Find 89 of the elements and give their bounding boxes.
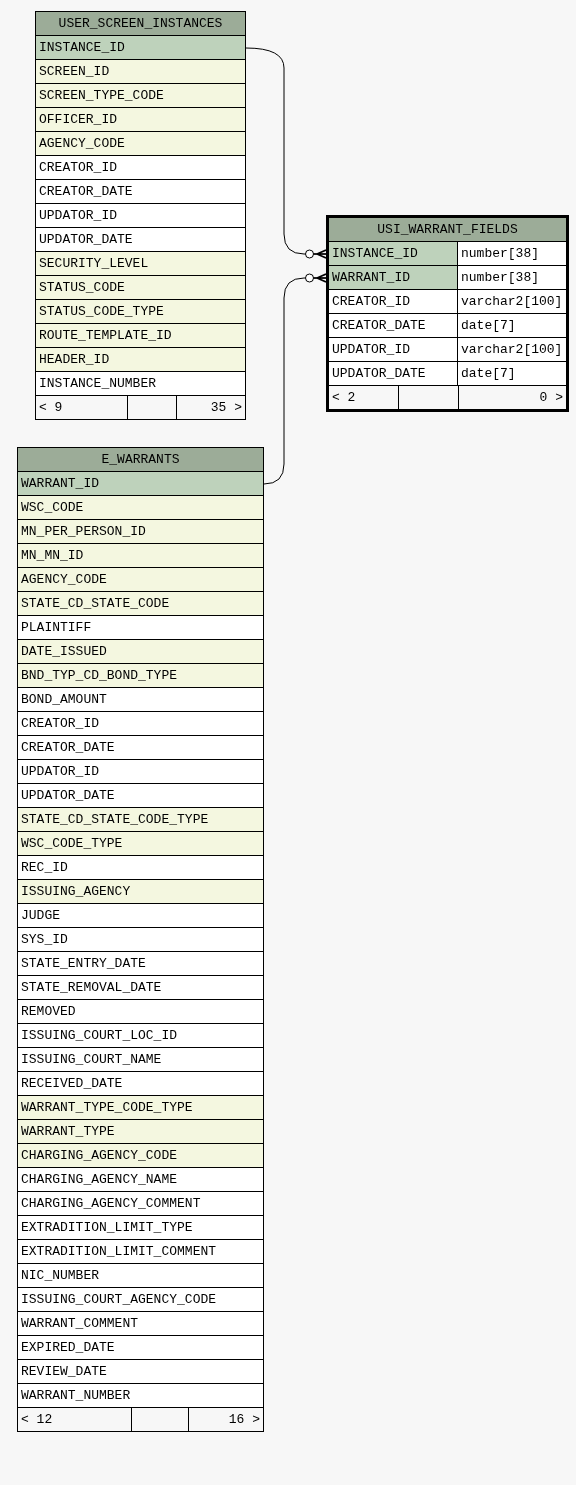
column-name: SYS_ID bbox=[18, 928, 263, 951]
column-name: UPDATOR_ID bbox=[329, 338, 458, 361]
table-footer bbox=[329, 386, 566, 409]
column-name: ROUTE_TEMPLATE_ID bbox=[36, 324, 245, 347]
column-name: WARRANT_TYPE bbox=[18, 1120, 263, 1143]
column-name: CREATOR_ID bbox=[329, 290, 458, 313]
column-name: ISSUING_AGENCY bbox=[18, 880, 263, 903]
column-name: JUDGE bbox=[18, 904, 263, 927]
table-row bbox=[329, 338, 566, 362]
column-name: WARRANT_ID bbox=[329, 266, 458, 289]
count-label: 0 > bbox=[458, 386, 566, 409]
column-name: CHARGING_AGENCY_COMMENT bbox=[18, 1192, 263, 1215]
column-name: STATUS_CODE bbox=[36, 276, 245, 299]
table-row bbox=[329, 266, 566, 290]
column-name: UPDATOR_ID bbox=[18, 760, 263, 783]
column-name: SECURITY_LEVEL bbox=[36, 252, 245, 275]
table-row bbox=[329, 362, 566, 386]
column-name: BND_TYP_CD_BOND_TYPE bbox=[18, 664, 263, 687]
column-name: CREATOR_DATE bbox=[36, 180, 245, 203]
column-name: CREATOR_DATE bbox=[329, 314, 458, 337]
data-type: varchar2[100] bbox=[458, 290, 566, 313]
table-name: E_WARRANTS bbox=[100, 451, 181, 469]
column-name: MN_PER_PERSON_ID bbox=[18, 520, 263, 543]
column-name: STATE_ENTRY_DATE bbox=[18, 952, 263, 975]
column-name: WARRANT_COMMENT bbox=[18, 1312, 263, 1335]
table-footer bbox=[18, 1408, 263, 1431]
column-name: WSC_CODE_TYPE bbox=[18, 832, 263, 855]
data-type: varchar2[100] bbox=[458, 338, 566, 361]
column-name: WSC_CODE bbox=[18, 496, 263, 519]
relationship-line bbox=[245, 47, 327, 259]
column-name: CHARGING_AGENCY_NAME bbox=[18, 1168, 263, 1191]
column-name: PLAINTIFF bbox=[18, 616, 263, 639]
column-name: WARRANT_ID bbox=[18, 472, 263, 495]
column-name: EXTRADITION_LIMIT_COMMENT bbox=[18, 1240, 263, 1263]
column-name: STATUS_CODE_TYPE bbox=[36, 300, 245, 323]
column-name: STATE_CD_STATE_CODE bbox=[18, 592, 263, 615]
count-label: 35 > bbox=[176, 396, 245, 419]
column-name: ISSUING_COURT_NAME bbox=[18, 1048, 263, 1071]
column-name: HEADER_ID bbox=[36, 348, 245, 371]
column-name: UPDATOR_DATE bbox=[18, 784, 263, 807]
column-name: STATE_REMOVAL_DATE bbox=[18, 976, 263, 999]
column-name: OFFICER_ID bbox=[36, 108, 245, 131]
column-name: UPDATOR_DATE bbox=[329, 362, 458, 385]
column-name: ISSUING_COURT_LOC_ID bbox=[18, 1024, 263, 1047]
column-name: SCREEN_TYPE_CODE bbox=[36, 84, 245, 107]
column-name: NIC_NUMBER bbox=[18, 1264, 263, 1287]
count-label: < 9 bbox=[36, 396, 128, 419]
column-name: REC_ID bbox=[18, 856, 263, 879]
column-name: INSTANCE_NUMBER bbox=[36, 372, 245, 395]
column-name: REVIEW_DATE bbox=[18, 1360, 263, 1383]
column-name: STATE_CD_STATE_CODE_TYPE bbox=[18, 808, 263, 831]
table-name: USER_SCREEN_INSTANCES bbox=[57, 15, 224, 33]
count-label: < 12 bbox=[18, 1408, 132, 1431]
count-label: < 2 bbox=[329, 386, 399, 409]
column-name: WARRANT_TYPE_CODE_TYPE bbox=[18, 1096, 263, 1119]
column-name: INSTANCE_ID bbox=[36, 36, 245, 59]
column-name: RECEIVED_DATE bbox=[18, 1072, 263, 1095]
column-name: UPDATOR_ID bbox=[36, 204, 245, 227]
table-name: USI_WARRANT_FIELDS bbox=[376, 221, 519, 239]
table-row bbox=[329, 290, 566, 314]
column-name: ISSUING_COURT_AGENCY_CODE bbox=[18, 1288, 263, 1311]
table-row bbox=[329, 242, 566, 266]
data-type: number[38] bbox=[458, 242, 566, 265]
column-name: MN_MN_ID bbox=[18, 544, 263, 567]
column-name: CREATOR_ID bbox=[36, 156, 245, 179]
count-label: 16 > bbox=[188, 1408, 263, 1431]
column-name: CHARGING_AGENCY_CODE bbox=[18, 1144, 263, 1167]
data-type: date[7] bbox=[458, 362, 566, 385]
column-name: CREATOR_DATE bbox=[18, 736, 263, 759]
table-footer bbox=[36, 396, 245, 419]
column-name: REMOVED bbox=[18, 1000, 263, 1023]
database-table bbox=[17, 447, 264, 1432]
column-name: UPDATOR_DATE bbox=[36, 228, 245, 251]
column-name: EXPIRED_DATE bbox=[18, 1336, 263, 1359]
column-name: INSTANCE_ID bbox=[329, 242, 458, 265]
relationship-line bbox=[263, 273, 327, 485]
column-name: CREATOR_ID bbox=[18, 712, 263, 735]
database-table bbox=[326, 215, 569, 412]
column-name: WARRANT_NUMBER bbox=[18, 1384, 263, 1407]
data-type: date[7] bbox=[458, 314, 566, 337]
column-name: EXTRADITION_LIMIT_TYPE bbox=[18, 1216, 263, 1239]
column-name: AGENCY_CODE bbox=[18, 568, 263, 591]
column-name: DATE_ISSUED bbox=[18, 640, 263, 663]
table-row bbox=[329, 314, 566, 338]
data-type: number[38] bbox=[458, 266, 566, 289]
column-name: AGENCY_CODE bbox=[36, 132, 245, 155]
column-name: SCREEN_ID bbox=[36, 60, 245, 83]
column-name: BOND_AMOUNT bbox=[18, 688, 263, 711]
database-table bbox=[35, 11, 246, 420]
